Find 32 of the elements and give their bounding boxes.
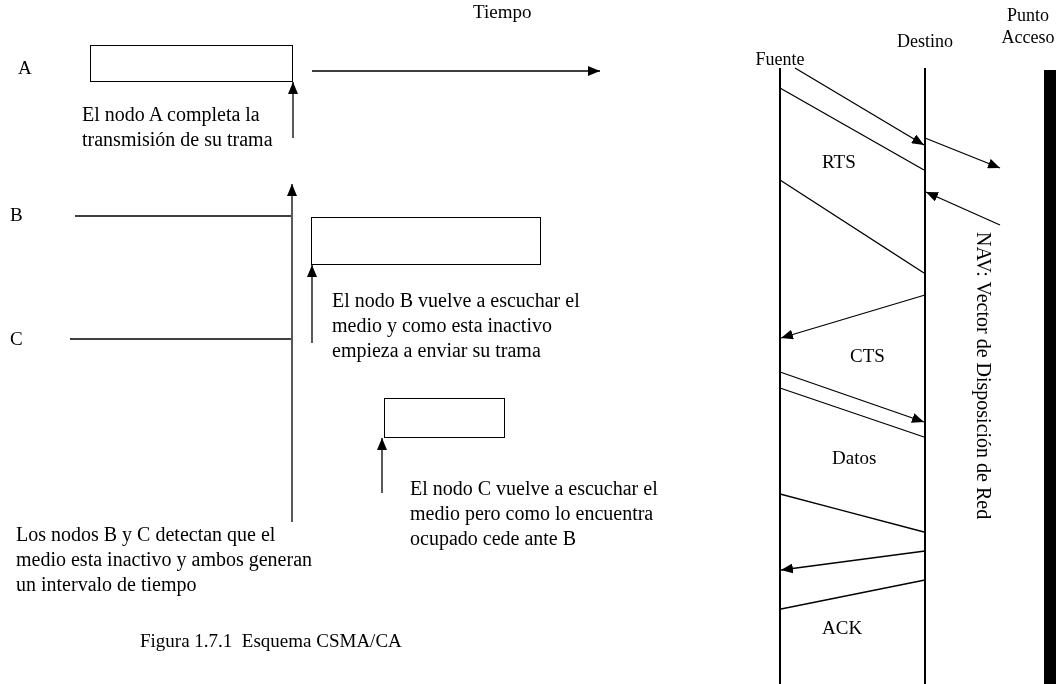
frame-box <box>90 45 293 82</box>
message-arrow <box>779 371 925 423</box>
frame-label: RTS <box>822 150 856 174</box>
message-arrow <box>925 191 1001 226</box>
message-arrow <box>794 67 925 146</box>
message-arrow <box>924 137 1001 169</box>
row-label: B <box>10 203 23 227</box>
annotation-text: Los nodos B y C detectan que el medio esta inactivo y ambos generan un intervalo de tiempo <box>16 522 316 597</box>
leader-arrow <box>307 264 317 344</box>
message-arrow <box>780 294 926 340</box>
row-label: C <box>10 327 23 351</box>
vertical-note: NAV: Vector de Disposición de Red <box>972 232 996 520</box>
frame-label: Datos <box>832 446 877 470</box>
frame-box <box>384 398 505 438</box>
row-label: A <box>18 56 32 80</box>
message-arrow <box>780 550 926 574</box>
frame-label: CTS <box>850 344 885 368</box>
axis-label: Tiempo <box>473 0 532 24</box>
leader-arrow <box>287 183 297 523</box>
frame-line <box>779 179 925 274</box>
leader-arrow <box>288 81 298 139</box>
frame-line <box>780 579 926 610</box>
frame-label: ACK <box>822 616 863 640</box>
annotation-text: El nodo C vuelve a escuchar el medio pero como lo encuentra ocupado cede ante B <box>382 476 700 551</box>
frame-line <box>779 493 925 533</box>
figure-caption: Figura 1.7.1 Esquema CSMA/CA <box>140 630 402 652</box>
leader-arrow <box>377 437 387 494</box>
frame-box <box>311 217 541 265</box>
frame-line <box>779 387 925 438</box>
frame-line <box>779 87 925 171</box>
annotation-text: El nodo A completa la transmisión de su trama <box>82 102 293 152</box>
annotation-text: El nodo B vuelve a escuchar el medio y como esta inactivo empieza a enviar su trama <box>312 288 622 363</box>
